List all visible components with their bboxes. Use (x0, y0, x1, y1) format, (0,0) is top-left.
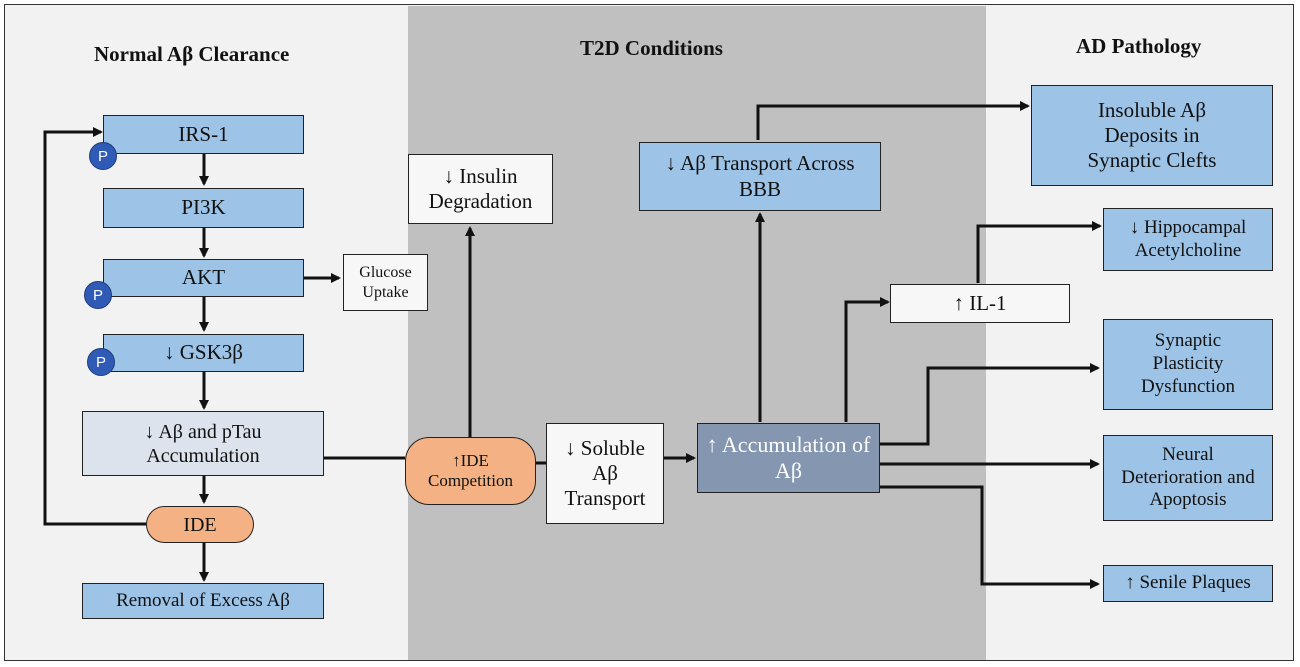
gsk3b-box: ↓ GSK3β (103, 334, 304, 372)
title-ad-pathology: AD Pathology (1076, 34, 1202, 58)
arrow-accum-synaptic (880, 363, 1100, 446)
ide-pill: IDE (146, 506, 254, 543)
il1-box: ↑ IL-1 (890, 284, 1070, 323)
akt-box: AKT (103, 259, 304, 297)
neural-deterioration-box: Neural Deterioration and Apoptosis (1103, 435, 1273, 521)
hippocampal-acetylcholine-box: ↓ Hippocampal Acetylcholine (1103, 208, 1273, 271)
accumulation-box: ↑ Accumulation of Aβ (697, 423, 880, 493)
glucose-uptake-box: Glucose Uptake (343, 254, 428, 311)
panel-t2d-conditions (408, 6, 986, 660)
arrow-accum-senile (880, 485, 1100, 589)
title-t2d-conditions: T2D Conditions (580, 36, 723, 60)
phosphate-badge-irs1: P (89, 142, 117, 170)
synaptic-plasticity-box: Synaptic Plasticity Dysfunction (1103, 319, 1273, 410)
removal-box: Removal of Excess Aβ (82, 583, 324, 619)
senile-plaques-box: ↑ Senile Plaques (1103, 565, 1273, 602)
insoluble-deposits-box: Insoluble Aβ Deposits in Synaptic Clefts (1031, 85, 1273, 186)
title-normal-clearance: Normal Aβ Clearance (94, 42, 290, 66)
insulin-degradation-box: ↓ Insulin Degradation (408, 154, 553, 224)
soluble-transport-box: ↓ Soluble Aβ Transport (546, 423, 664, 524)
arrow-il1-hippo (976, 221, 1102, 283)
abeta-ptau-box: ↓ Aβ and pTau Accumulation (82, 411, 324, 476)
ide-competition-pill: ↑IDE Competition (405, 437, 536, 505)
arrow-accum-il1 (844, 297, 890, 422)
arrow-bbb-insoluble (756, 101, 1030, 140)
phosphate-badge-gsk3b: P (87, 348, 115, 376)
arrow-ide-feedback (43, 127, 146, 526)
pi3k-box: PI3K (103, 188, 304, 228)
bbb-transport-box: ↓ Aβ Transport Across BBB (639, 142, 881, 211)
irs1-box: IRS-1 (103, 115, 304, 154)
phosphate-badge-akt: P (84, 281, 112, 309)
